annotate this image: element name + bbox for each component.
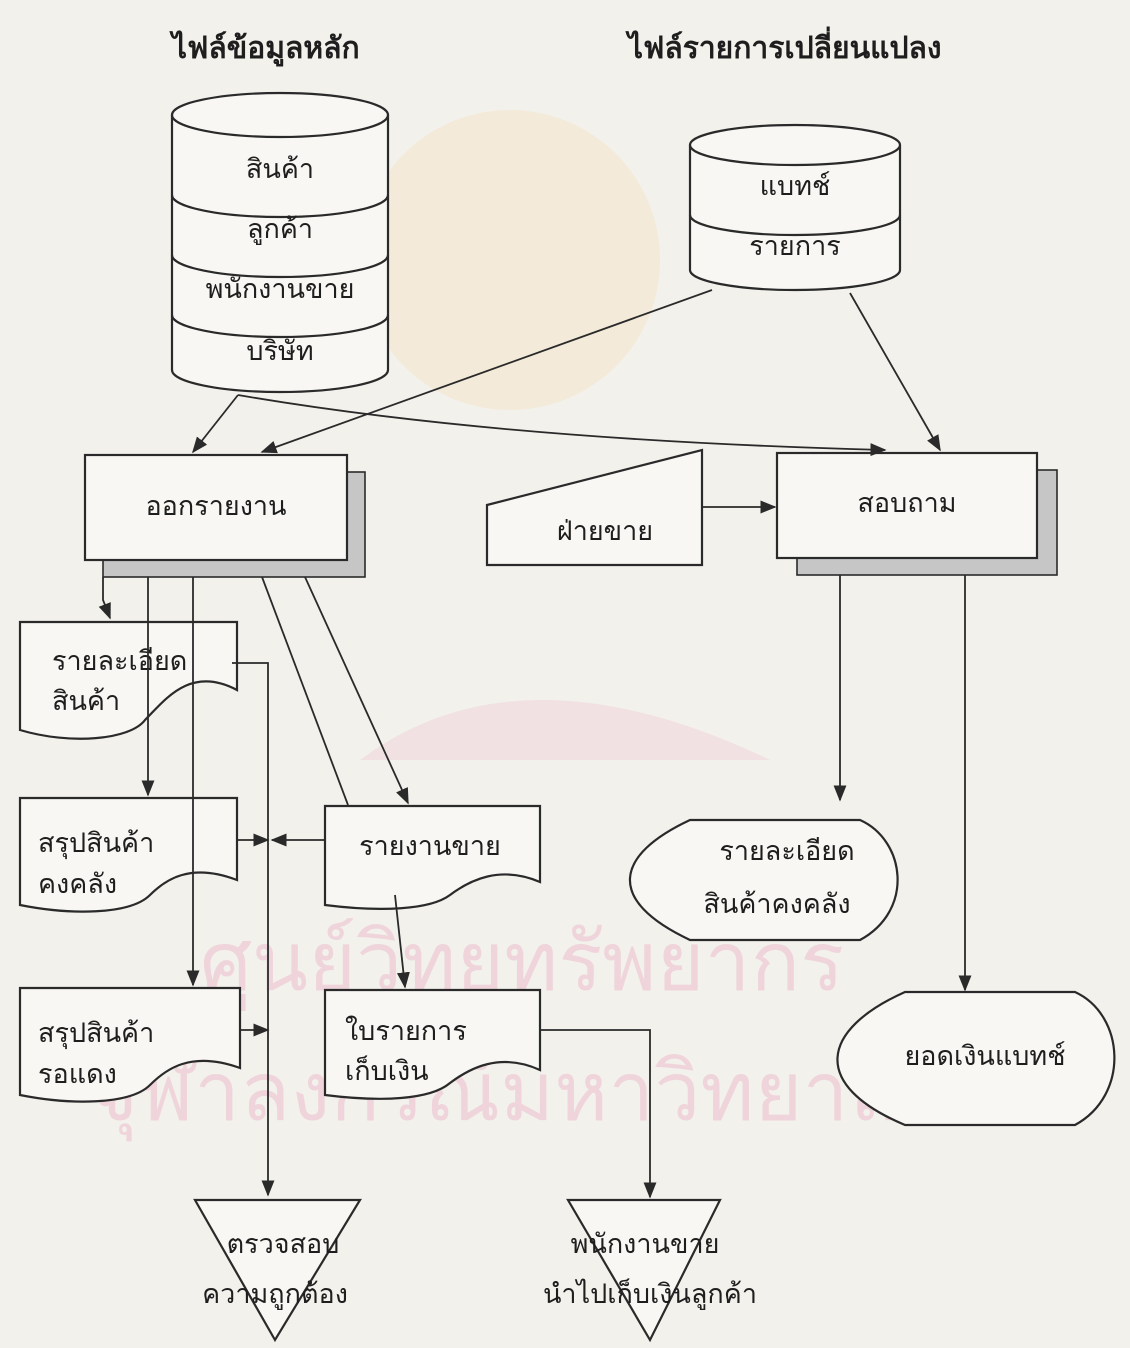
doc-text: สรุปสินค้า [38,828,154,860]
master-db-item: สินค้า [246,154,314,185]
process-inquiry-label: สอบถาม [857,488,956,519]
display-text: สินค้าคงคลัง [703,889,850,920]
process-inquiry: สอบถาม [775,451,1058,576]
terminal-text: นำไปเก็บเงินลูกค้า [543,1276,757,1310]
terminal-text: ตรวจสอบ [227,1229,340,1260]
master-db-item: ลูกค้า [247,214,313,245]
manual-input-sales: ฝ่ายขาย [485,448,704,567]
doc-collection-slip: ใบรายการ เก็บเงิน [323,988,542,1100]
terminal-verify: ตรวจสอบ ความถูกต้อง [193,1198,362,1343]
doc-text: สรุปสินค้า [38,1018,154,1050]
arrow [191,394,239,454]
process-report: ออกรายงาน [83,453,366,578]
arrow [237,394,887,457]
doc-overdue-summary: สรุปสินค้า รอแดง [18,986,242,1103]
doc-text: สินค้า [52,686,120,717]
arrow [849,292,941,452]
doc-stock-summary: สรุปสินค้า คงคลัง [18,796,239,913]
arrow [260,289,713,454]
display-text: ยอดเงินแบทช์ [904,1040,1065,1072]
transaction-db-item: รายการ [749,231,841,262]
arrow [232,662,275,1197]
doc-product-detail: รายละเอียด สินค้า [18,620,239,740]
process-report-label: ออกรายงาน [145,491,286,522]
doc-text: รายละเอียด [52,646,187,677]
terminal-text: ความถูกต้อง [202,1279,348,1310]
transaction-db-item: แบทช์ [760,170,831,202]
display-batch-total: ยอดเงินแบทช์ [836,990,1116,1127]
master-database: สินค้า ลูกค้า พนักงานขาย บริษัท [170,91,390,394]
master-db-item: บริษัท [246,336,313,367]
doc-text: คงคลัง [38,869,117,900]
display-stock-detail: รายละเอียด สินค้าคงคลัง [628,818,899,942]
arrow [98,577,111,620]
display-text: รายละเอียด [719,836,854,867]
transaction-database: แบทช์ รายการ [688,123,902,292]
doc-text: เก็บเงิน [345,1053,429,1087]
doc-text: รอแดง [38,1059,117,1090]
arrow [394,894,410,989]
terminal-text: พนักงานขาย [571,1229,720,1260]
master-db-item: พนักงานขาย [206,274,355,305]
doc-sales-report: รายงานขาย [323,804,542,910]
arrow [540,1029,657,1199]
doc-text: ใบรายการ [345,1015,467,1047]
connectors [98,289,972,1199]
master-files-header: ไฟล์ข้อมูลหลัก [169,30,360,67]
arrow [261,576,349,806]
manual-input-label: ฝ่ายขาย [557,516,653,547]
transaction-files-header: ไฟล์รายการเปลี่ยนแปลง [625,26,942,66]
terminal-salesperson: พนักงานขาย นำไปเก็บเงินลูกค้า [543,1198,757,1343]
doc-text: รายงานขาย [359,831,501,862]
arrow [304,576,409,805]
